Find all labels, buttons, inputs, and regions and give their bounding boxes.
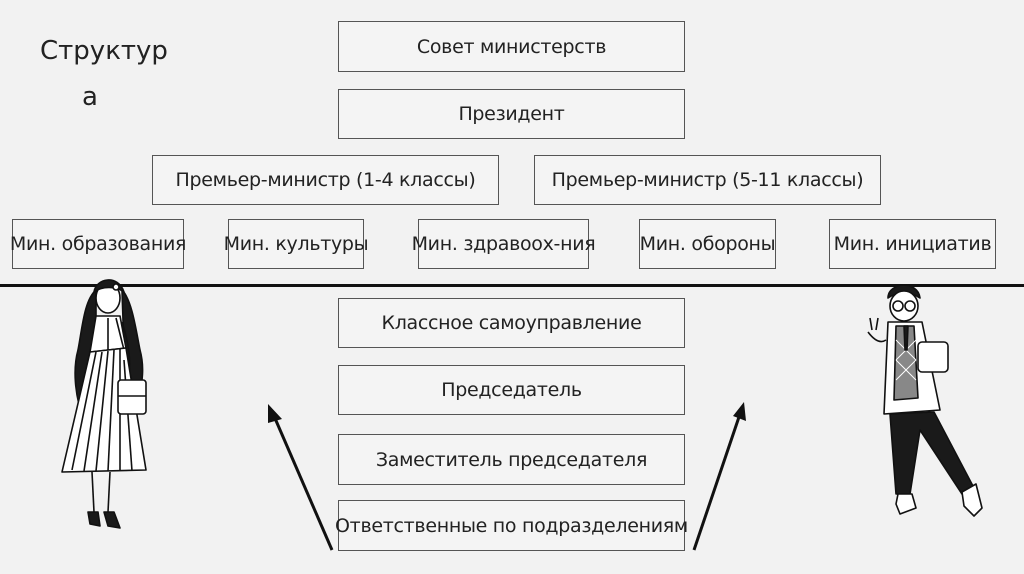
boy-illustration	[868, 285, 982, 516]
left-arrow	[268, 404, 332, 550]
girl-illustration	[62, 280, 146, 528]
right-arrow	[694, 402, 746, 550]
